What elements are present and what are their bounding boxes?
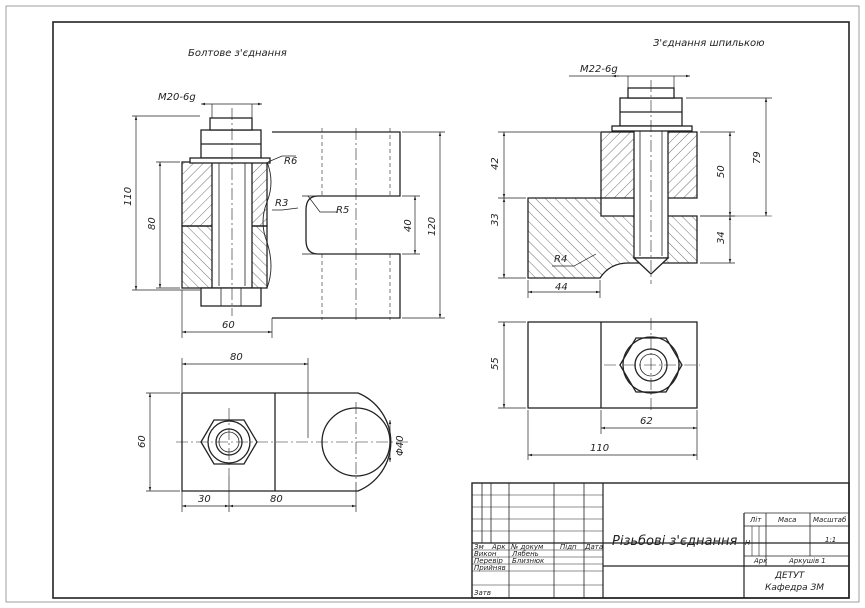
tb-h-ark: Арк [491,543,506,551]
stud-plan-nut [619,337,683,393]
outer-frame [5,5,860,603]
bolt-plan-view [176,392,410,492]
bolt-washer [189,157,271,164]
tb-title: Різьбові з'єднання [612,534,737,549]
tb-r-zatv: Затв [474,589,491,597]
stud-plan-dimensions [498,321,698,460]
tb-lit-val: Н [745,539,751,547]
bolt-dim-80: 80 [147,217,158,230]
tb-h-data: Дата [584,543,603,551]
tb-org1: ДЕТУТ [774,571,806,581]
bolt-plan-dim-phi40: Φ40 [395,435,406,456]
stud-washer [611,125,693,132]
tb-r-pryin: Прийняв [474,564,506,572]
tb-masshtab: Масштаб [813,516,847,524]
tb-scale-val: 1:1 [825,536,836,544]
bolt-dim-60: 60 [222,320,235,331]
bolt-plan-dim-80-bottom: 80 [270,494,283,505]
bolt-r3-label: R3 [275,198,288,209]
tb-h-zm: Зм [474,543,484,551]
tb-name1: Лябень [511,550,539,558]
stud-r4-label: R4 [554,254,567,265]
stud-dim-44: 44 [555,282,568,293]
inner-frame [52,21,850,599]
bolt-dim-120: 120 [427,217,438,236]
stud-dim-50: 50 [716,165,727,178]
stud-plan-dim-55: 55 [490,357,501,370]
bolt-front-view [181,108,401,322]
tb-lit: Літ [749,516,762,524]
tb-h-dok: № докум [510,543,544,551]
tb-ark: Арк [753,557,768,565]
tb-org2: Кафедра ЗМ [765,583,824,593]
bolt-title: Болтове з'єднання [188,48,287,59]
bolt-front-dimensions [132,102,445,338]
bolt-dim-110: 110 [123,187,134,206]
stud-dim-34: 34 [716,231,727,244]
stud-plan-view [527,318,700,412]
bolt-plan-dim-60: 60 [137,435,148,448]
stud-plan-dim-62: 62 [640,416,653,427]
stud-front-dimensions [498,74,772,298]
stud-thread-label: M22-6g [580,64,618,75]
bolt-r6-label: R6 [284,156,297,167]
bolt-dim-40: 40 [403,219,414,232]
tb-arkushiv: Аркушів 1 [788,557,826,565]
title-block-text: Зм Арк № докум Підп Дата Викон Лябень Пе… [474,516,847,597]
bolt-r5-label: R5 [336,205,349,216]
stud-dim-33: 33 [490,213,501,226]
bolt-plan-dimensions [146,358,392,512]
tb-masa: Маса [778,516,796,524]
stud-dim-79: 79 [752,151,763,164]
bolt-plan-dim-80-top: 80 [230,352,243,363]
stud-title: З'єднання шпилькою [653,38,765,49]
bolt-head [200,287,262,307]
stud-front-view [527,80,698,284]
bolt-thread-label: M20-6g [158,92,196,103]
tb-name2: Близнюк [512,557,545,565]
title-block [471,482,850,599]
stud-plan-dim-110: 110 [590,443,609,454]
tb-r-vykon: Викон [474,550,497,558]
stud-dim-42: 42 [490,157,501,170]
tb-h-pidp: Підп [560,543,577,551]
bolt-plan-dim-30: 30 [198,494,211,505]
tb-r-perev: Перевір [474,557,503,565]
